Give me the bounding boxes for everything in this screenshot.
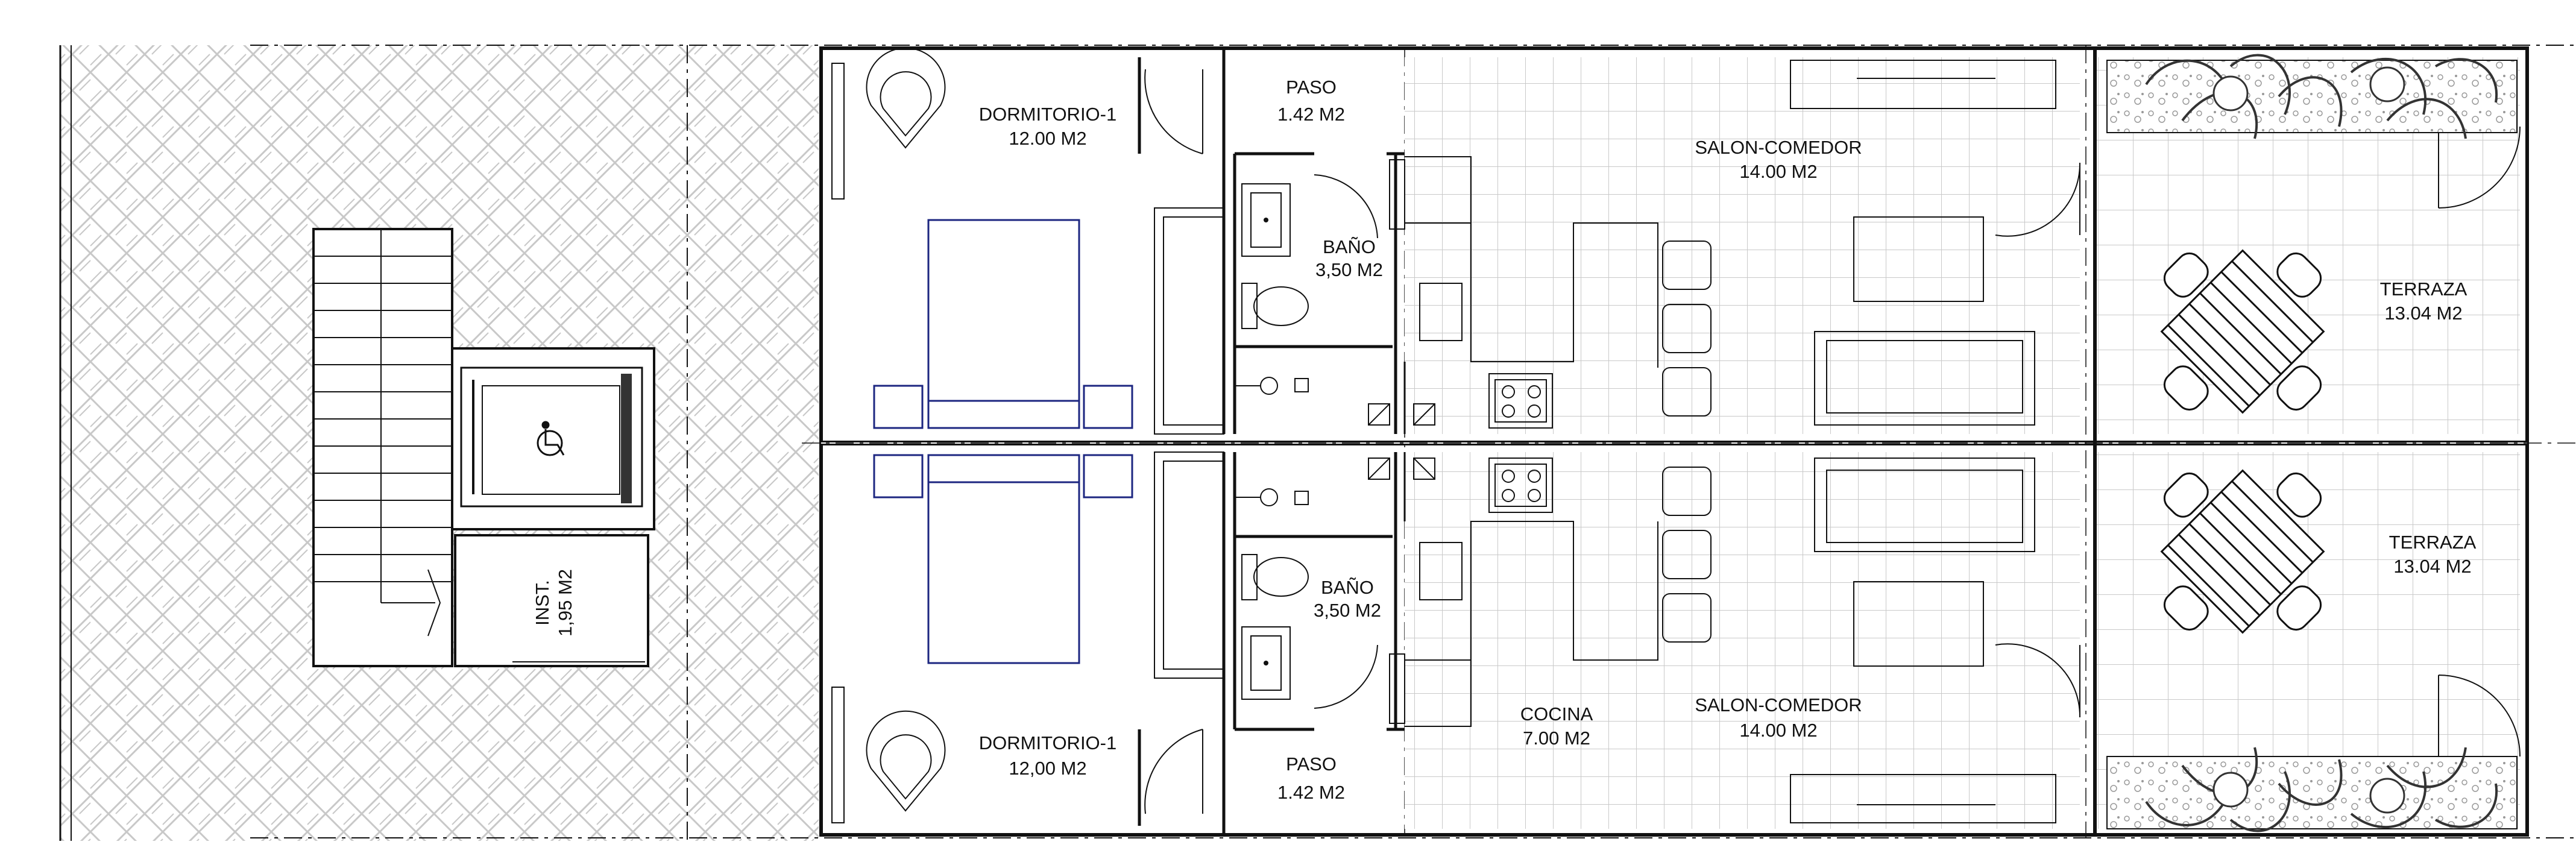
terrace-table-bottom xyxy=(2160,469,2325,634)
kitchen-top xyxy=(1389,156,1712,434)
cooktop-icon xyxy=(1488,458,1553,513)
room-area-salon-top: 14.00 M2 xyxy=(1739,161,1817,182)
bed-icon xyxy=(873,219,1133,429)
room-area-paso-top: 1.42 M2 xyxy=(1277,104,1345,125)
room-area-cocina: 7.00 M2 xyxy=(1523,728,1590,749)
salon-furniture xyxy=(1790,60,2056,823)
terrace-table-top xyxy=(2160,249,2325,414)
room-label-paso-bottom: PASO xyxy=(1286,753,1337,775)
room-area-terraza-top: 13.04 M2 xyxy=(2384,303,2462,324)
plant-icon xyxy=(2106,747,2518,832)
room-label-salon-bottom: SALON-COMEDOR xyxy=(1695,694,1862,715)
accessibility-icon xyxy=(537,421,565,456)
plant-icon xyxy=(2106,54,2518,139)
elevator-shaft xyxy=(451,347,655,530)
room-label-dormitorio-top: DORMITORIO-1 xyxy=(979,104,1117,125)
room-area-terraza-bottom: 13.04 M2 xyxy=(2393,556,2471,577)
room-label-dormitorio-bottom: DORMITORIO-1 xyxy=(979,732,1117,753)
bathroom-fixtures-top xyxy=(1235,183,1393,426)
room-label-bano-top: BAÑO xyxy=(1323,236,1376,257)
toilet-icon xyxy=(1241,283,1309,329)
room-label-bano-bottom: BAÑO xyxy=(1321,577,1374,598)
room-area-bano-bottom: 3,50 M2 xyxy=(1314,600,1381,621)
toilet-icon xyxy=(1241,554,1309,600)
room-area-salon-bottom: 14.00 M2 xyxy=(1739,720,1817,741)
room-area-dormitorio-top: 12.00 M2 xyxy=(1009,128,1086,149)
room-label-paso-top: PASO xyxy=(1286,77,1337,98)
room-label-terraza-bottom: TERRAZA xyxy=(2389,532,2477,553)
room-area-paso-bottom: 1.42 M2 xyxy=(1277,782,1345,803)
bathroom-fixtures-bottom xyxy=(1235,458,1393,700)
kitchen-bottom xyxy=(1389,452,1712,727)
room-label-terraza-top: TERRAZA xyxy=(2380,278,2467,300)
room-area-dormitorio-bottom: 12,00 M2 xyxy=(1009,758,1086,779)
room-label-inst: INST. xyxy=(532,580,553,626)
bed-icon xyxy=(873,454,1133,664)
room-area-inst: 1,95 M2 xyxy=(555,569,576,637)
room-area-bano-top: 3,50 M2 xyxy=(1315,259,1383,280)
inst-room: INST. 1,95 M2 xyxy=(454,534,649,667)
room-label-cocina: COCINA xyxy=(1520,703,1593,725)
stair-icon xyxy=(312,228,453,667)
cooktop-icon xyxy=(1488,373,1553,429)
room-label-salon-top: SALON-COMEDOR xyxy=(1695,137,1862,158)
